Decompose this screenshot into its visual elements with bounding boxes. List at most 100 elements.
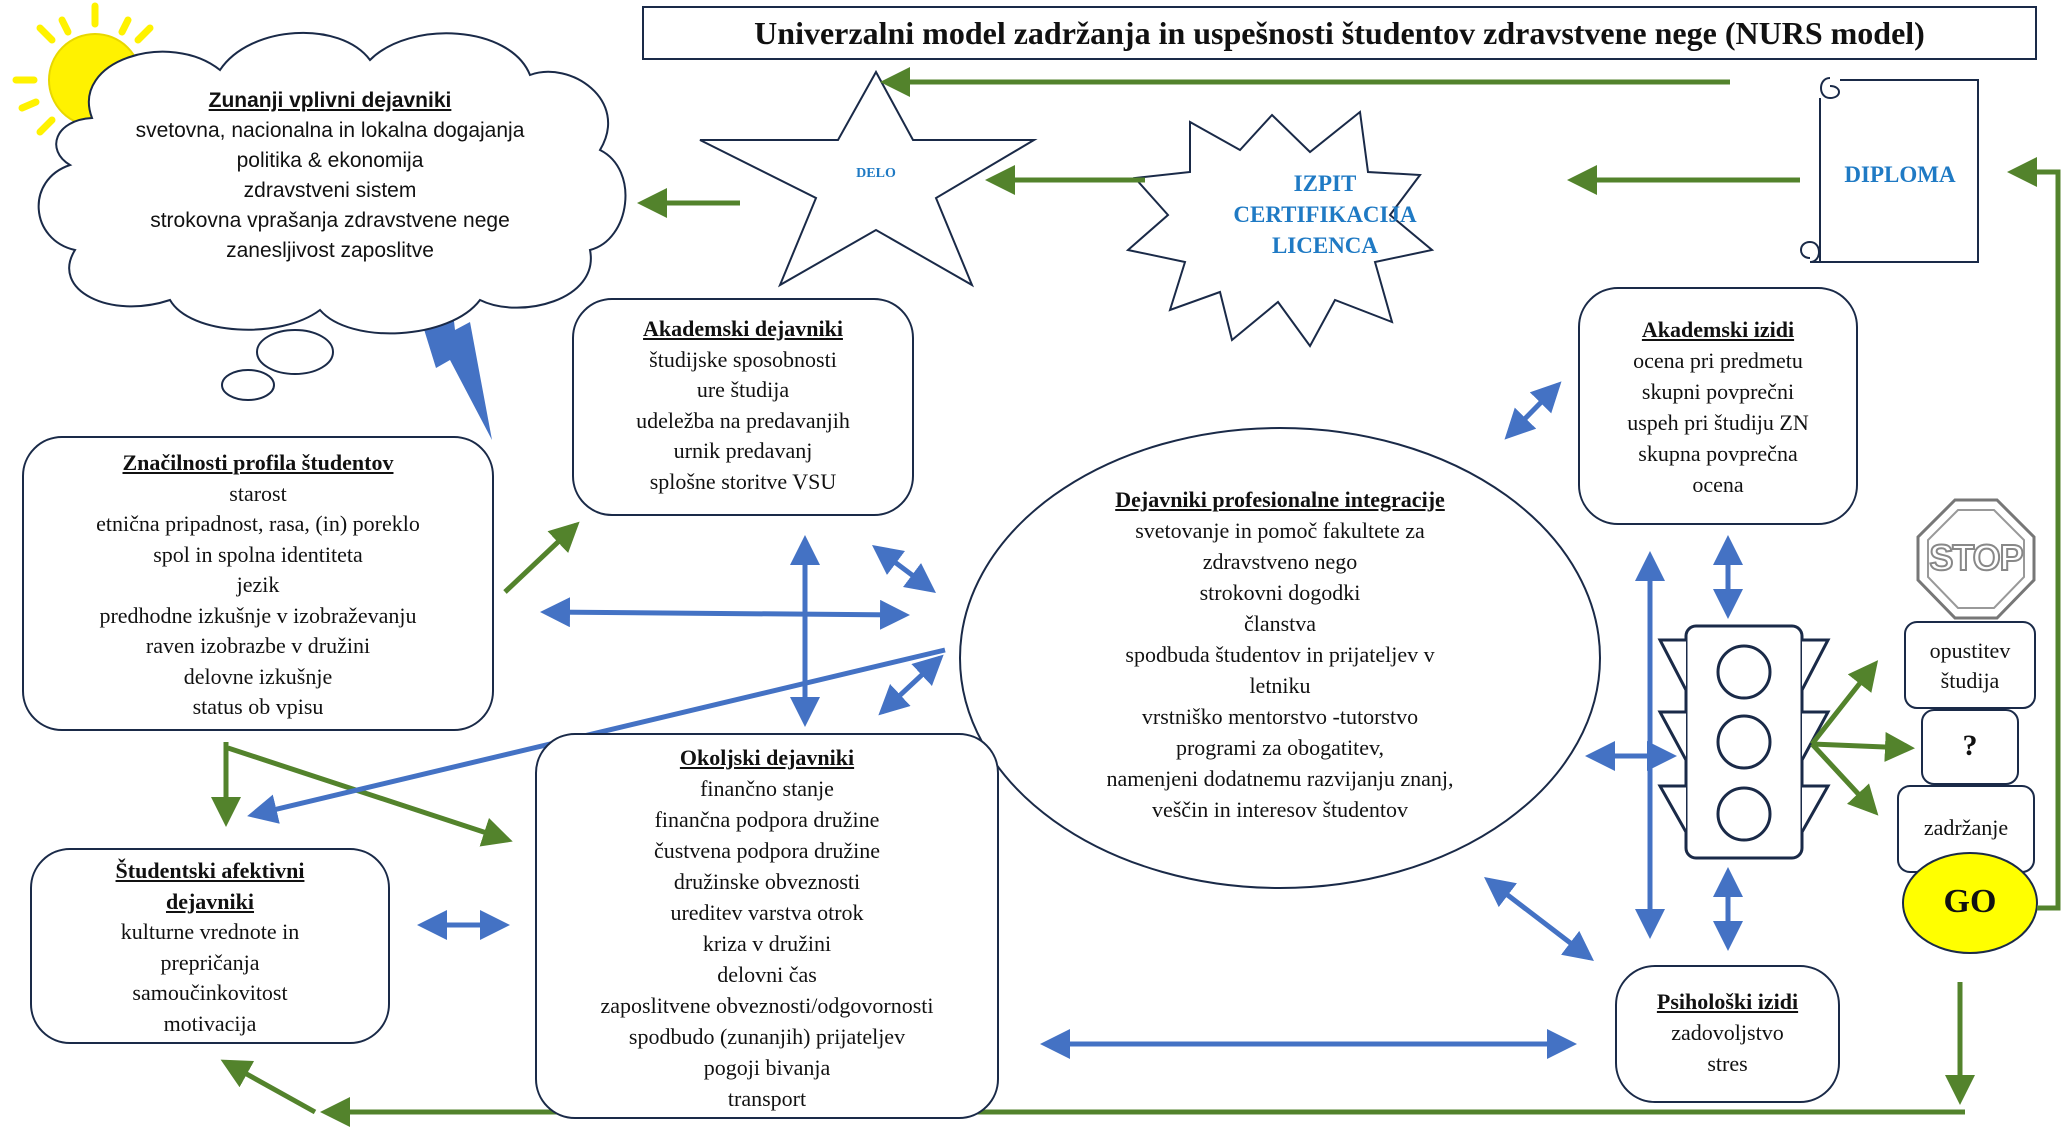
work-label: DELO	[856, 166, 896, 181]
profile-item: starost	[229, 480, 287, 506]
environmental-item: delovni čas	[717, 962, 817, 987]
external-factor-item: svetovna, nacionalna in lokalna dogajanj…	[135, 119, 525, 142]
diploma-label: DIPLOMA	[1844, 162, 1956, 187]
dropout-box	[1904, 621, 2036, 709]
psychological-item: stres	[1707, 1051, 1748, 1076]
exam-burst-shape	[1125, 110, 1435, 348]
diploma-scroll-icon	[1800, 77, 1979, 263]
cloud-shape	[37, 31, 627, 401]
affective-factors-text: Študentski afektivni dejavniki kulturne …	[30, 856, 390, 1039]
academic-outcome-item: ocena pri predmetu	[1633, 348, 1803, 373]
profile-item: jezik	[236, 572, 280, 597]
arrow-go-to-diploma	[2007, 157, 2061, 911]
external-factor-item: zanesljivost zaposlitve	[226, 239, 434, 262]
academic-factor-item: udeležba na predavanjih	[636, 407, 850, 433]
exam-label-line: CERTIFIKACIJA	[1233, 202, 1417, 227]
affective-heading-line: Študentski afektivni	[115, 858, 305, 883]
external-factor-item: zdravstveni sistem	[243, 179, 417, 202]
academic-factor-item: splošne storitve VSU	[649, 468, 837, 494]
arrow-integration-to-affective	[247, 647, 946, 824]
external-factor-item: politika & ekonomija	[236, 149, 424, 172]
arrow-profile-integration	[540, 597, 910, 630]
academic-factor-item: urnik predavanj	[673, 438, 813, 463]
arrow-integration-academic-outcomes	[1504, 381, 1562, 440]
arrow-academic-integration	[872, 545, 936, 593]
external-factor-item: strokovna vprašanja zdravstvene nege	[150, 209, 510, 232]
external-factors-text: Zunanji vplivni dejavniki svetovna, naci…	[100, 86, 560, 266]
academic-outcome-item: skupni povprečni	[1641, 379, 1795, 404]
profile-item: status ob vpisu	[192, 694, 324, 719]
environmental-item: zaposlitvene obveznosti/odgovornosti	[600, 993, 934, 1018]
retention-label: zadržanje	[1923, 815, 2009, 840]
go-label: GO	[1943, 883, 1997, 920]
academic-factors-heading: Akademski dejavniki	[643, 316, 843, 341]
environmental-item: kriza v družini	[702, 931, 832, 956]
affective-item: kulturne vrednote in	[120, 919, 300, 944]
environmental-item: čustvena podpora družine	[653, 838, 881, 863]
affective-item: samoučinkovitost	[132, 980, 288, 1005]
question-box	[1921, 709, 2019, 785]
integration-item: strokovni dogodki	[1199, 580, 1361, 605]
affective-item: prepričanja	[160, 949, 260, 975]
integration-item: članstva	[1243, 611, 1317, 636]
integration-text: Dejavniki profesionalne integracije svet…	[1040, 484, 1520, 825]
profile-item: spol in spolna identiteta	[153, 541, 363, 567]
dropout-text: opustitev študija	[1905, 636, 2035, 696]
integration-item: vrstniško mentorstvo -tutorstvo	[1141, 704, 1419, 729]
psychological-outcomes-text: Psihološki izidi zadovoljstvo stres	[1615, 986, 1840, 1079]
profile-item: raven izobrazbe v družini	[145, 633, 371, 658]
psychological-outcomes-box	[1615, 965, 1840, 1103]
arrow-light-to-dropout	[1810, 660, 1879, 746]
academic-factors-text: Akademski dejavniki študijske sposobnost…	[572, 314, 914, 497]
integration-item: svetovanje in pomoč fakultete za	[1135, 518, 1425, 543]
environmental-item: spodbudo (zunanjih) prijateljev	[628, 1024, 906, 1049]
stop-sign-icon	[1916, 498, 2036, 620]
arrow-integration-psychological	[1484, 876, 1594, 962]
environmental-item: transport	[727, 1086, 807, 1111]
integration-item: programi za obogatitev,	[1175, 735, 1385, 760]
environmental-item: finančna podpora družine	[654, 807, 880, 832]
profile-item: etnična pripadnost, rasa, (in) poreklo	[96, 511, 420, 536]
academic-outcomes-box	[1578, 287, 1858, 525]
arrow-light-to-question	[1811, 731, 1915, 762]
integration-item: spodbuda študentov in prijateljev v	[1125, 642, 1435, 667]
profile-item: predhodne izkušnje v izobraževanju	[99, 602, 417, 628]
student-profile-heading: Značilnosti profila študentov	[122, 450, 394, 475]
integration-ellipse	[959, 427, 1601, 889]
stop-label: STOP	[1928, 537, 2024, 579]
academic-factor-item: ure študija	[696, 377, 790, 402]
affective-factors-box	[30, 848, 390, 1044]
academic-factor-item: študijske sposobnosti	[649, 346, 837, 372]
psychological-item: zadovoljstvo	[1671, 1020, 1784, 1045]
integration-heading: Dejavniki profesionalne integracije	[1115, 487, 1445, 512]
environmental-item: finančno stanje	[700, 776, 834, 801]
external-factors-heading: Zunanji vplivni dejavniki	[208, 89, 452, 112]
arrow-profile-to-environmental	[227, 745, 513, 847]
student-profile-text: Značilnosti profila študentov starost et…	[22, 448, 494, 723]
profile-item: delovne izkušnje	[183, 663, 333, 689]
affective-heading-line: dejavniki	[165, 888, 255, 914]
integration-item: namenjeni dodatnemu razvijanju znanj,	[1106, 766, 1454, 791]
psychological-heading: Psihološki izidi	[1656, 989, 1799, 1014]
academic-outcomes-heading: Akademski izidi	[1641, 317, 1795, 342]
environmental-item: družinske obveznosti	[673, 869, 861, 894]
arrow-environmental-integration	[878, 654, 944, 716]
student-profile-box	[22, 436, 494, 731]
question-mark-label: ?	[1962, 729, 1978, 762]
affective-item: motivacija	[163, 1010, 257, 1036]
page-title: Univerzalni model zadržanja in uspešnost…	[642, 6, 2037, 60]
exam-label: IZPIT CERTIFIKACIJA LICENCA	[1190, 168, 1460, 261]
academic-outcome-item: skupna povprečna	[1638, 441, 1798, 466]
environmental-item: ureditev varstva otrok	[670, 900, 864, 925]
dropout-line: študija	[1940, 668, 2000, 693]
academic-outcome-item: ocena	[1692, 472, 1744, 497]
integration-item: veščin in interesov študentov	[1151, 797, 1408, 822]
arrow-light-to-retention	[1810, 742, 1879, 816]
academic-outcome-item: uspeh pri študiju ZN	[1627, 410, 1809, 435]
environmental-item: pogoji bivanja	[703, 1055, 831, 1080]
exam-label-line: IZPIT	[1293, 171, 1357, 196]
exam-label-line: LICENCA	[1271, 233, 1379, 258]
environmental-heading: Okoljski dejavniki	[679, 745, 855, 770]
environmental-factors-text: Okoljski dejavniki finančno stanje finan…	[535, 742, 999, 1114]
